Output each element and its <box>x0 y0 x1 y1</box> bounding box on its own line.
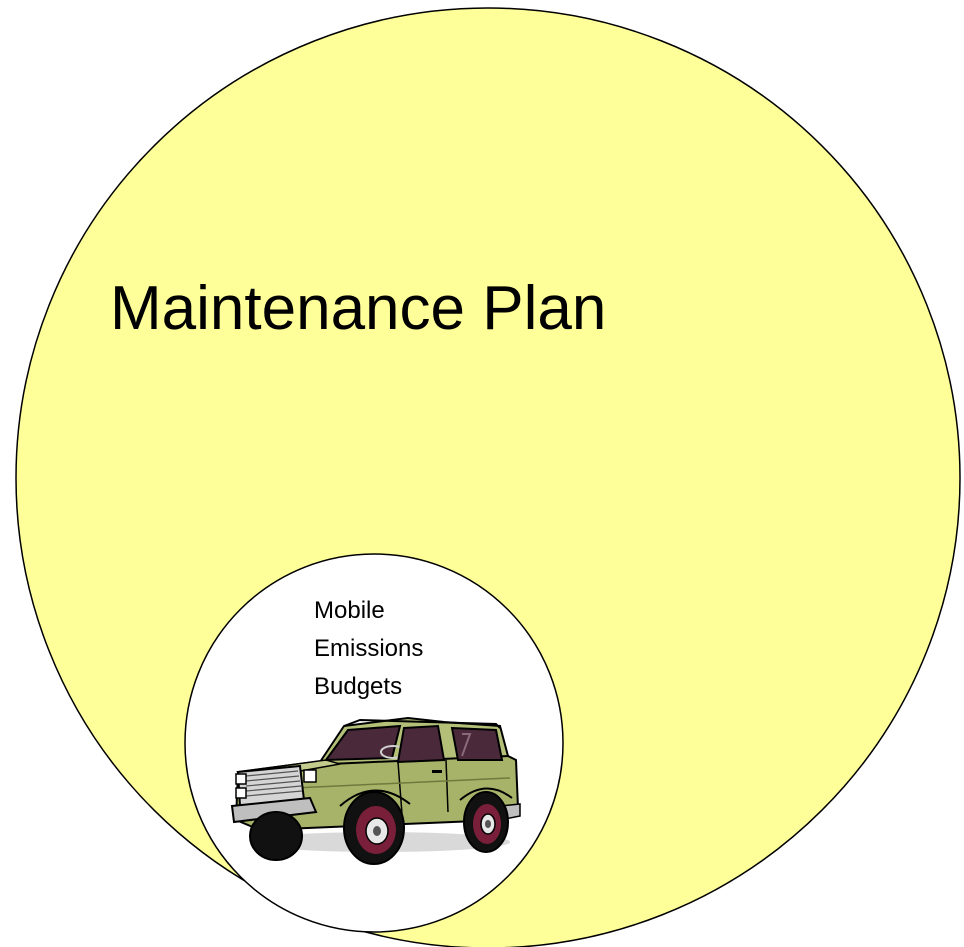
front-wheel-icon <box>343 791 405 865</box>
rear-wheel-icon <box>463 791 509 853</box>
mobile-emissions-budgets-label: Mobile Emissions Budgets <box>314 592 423 706</box>
label-line-budgets: Budgets <box>314 672 403 700</box>
suv-truck-icon <box>230 716 521 865</box>
label-line-mobile: Mobile <box>314 597 385 624</box>
label-line-emissions: Emissions <box>314 634 424 662</box>
maintenance-plan-label: Maintenance Plan <box>110 274 607 343</box>
near-front-wheel-icon <box>249 811 303 861</box>
